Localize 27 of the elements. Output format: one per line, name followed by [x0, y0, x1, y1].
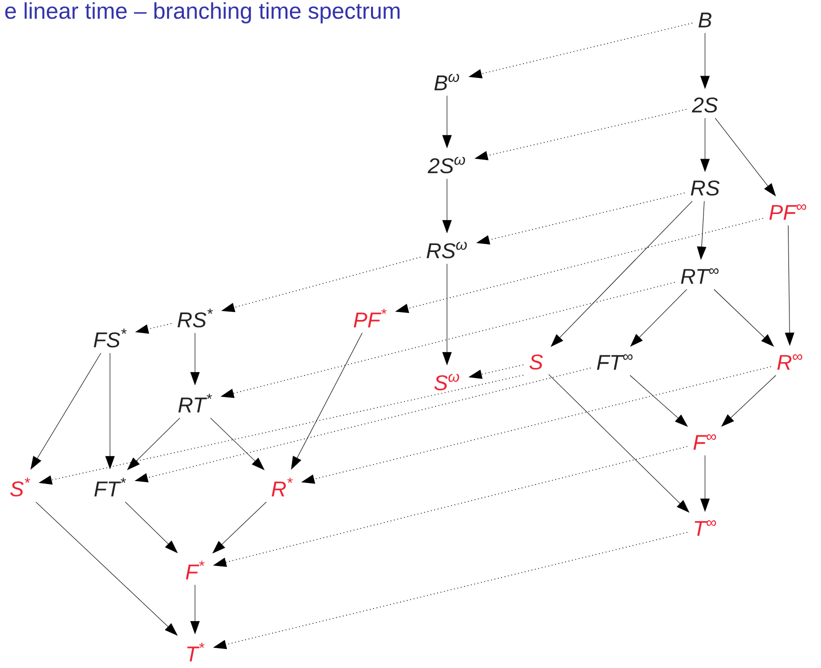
node-label: F$^{∞}$ — [693, 434, 716, 450]
node-label: PF$^{∞}$ — [769, 204, 806, 220]
node-label: T$^{*}$ — [187, 642, 204, 662]
node-label: S$^{ω}$ — [434, 374, 460, 390]
arrow — [721, 375, 776, 427]
node-label: R$^{∞}$ — [777, 354, 802, 370]
node-label: T$^{∞}$ — [694, 520, 716, 536]
node-label: F$^{*}$ — [186, 560, 204, 580]
node-label: FT$^{*}$ — [94, 478, 126, 496]
node-label: R$^{*}$ — [272, 478, 293, 496]
node-label: 2S — [692, 97, 718, 113]
node-label: S$^{*}$ — [10, 478, 30, 496]
node-label: RT$^{*}$ — [178, 394, 212, 412]
title: e linear time – branching time spectrum — [5, 2, 400, 24]
node-label: FT$^{∞}$ — [596, 354, 633, 370]
node-label: FS$^{*}$ — [94, 328, 127, 348]
node-label: B — [698, 12, 712, 28]
node-label: RS — [690, 180, 720, 196]
arrow — [630, 375, 688, 427]
node-label: PF$^{*}$ — [354, 308, 387, 328]
node-label: RS$^{ω}$ — [426, 242, 467, 258]
arrow — [550, 200, 692, 347]
node-label: RS$^{*}$ — [178, 308, 213, 328]
node-label: RT$^{∞}$ — [680, 268, 719, 284]
node-label: S — [530, 354, 543, 370]
node-label: 2S$^{ω}$ — [428, 156, 466, 174]
node-label: B$^{ω}$ — [434, 74, 460, 90]
